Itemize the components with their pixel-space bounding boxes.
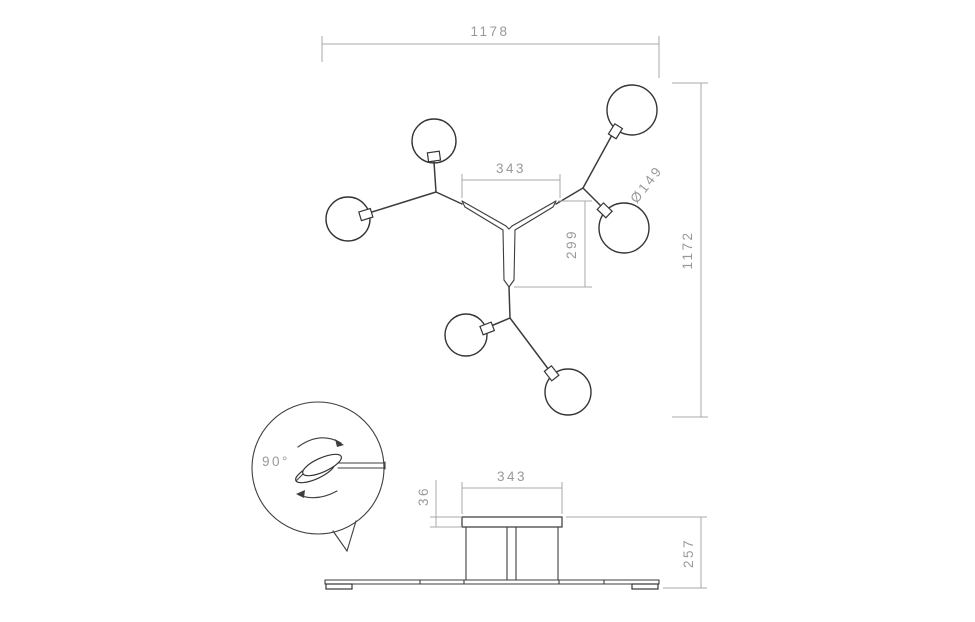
globe-circle xyxy=(444,313,488,357)
globe-circle xyxy=(598,202,650,254)
top-view xyxy=(325,84,658,416)
dim-hub-drop: 299 xyxy=(514,200,592,288)
globe-circle xyxy=(606,84,658,136)
lamp-connectors xyxy=(358,122,624,382)
globe-diameter-label: Ø149 xyxy=(627,163,665,206)
rotation-arrows xyxy=(296,437,344,499)
globe-circle xyxy=(544,368,592,416)
side-lamp-head xyxy=(325,583,353,590)
rotation-detail: 90° xyxy=(251,401,386,553)
overall-width-label: 1178 xyxy=(470,24,509,39)
dim-canopy-height: 36 xyxy=(416,480,462,528)
dim-canopy-width: 343 xyxy=(461,469,563,514)
side-view xyxy=(324,516,660,590)
detail-arm xyxy=(337,461,386,470)
side-arm-bar xyxy=(324,579,660,585)
overall-height-label: 1172 xyxy=(680,230,695,269)
fixture-height-label: 257 xyxy=(681,538,696,568)
detail-lamp-head xyxy=(295,453,342,484)
dim-overall-width: 1178 xyxy=(321,24,660,78)
balloon-tail xyxy=(332,520,357,553)
rotation-angle-label: 90° xyxy=(262,454,290,469)
dim-fixture-height: 257 xyxy=(566,516,707,589)
side-lamp-head xyxy=(631,583,659,590)
hub-drop-label: 299 xyxy=(564,229,579,259)
dim-overall-height: 1172 xyxy=(672,82,708,418)
dim-hub-width: 343 xyxy=(461,161,561,198)
canopy-height-label: 36 xyxy=(416,486,431,506)
center-hub xyxy=(461,200,557,288)
fixture-arms xyxy=(371,134,613,371)
canopy-width-label: 343 xyxy=(497,469,527,484)
globe-circle xyxy=(325,196,371,242)
side-canopy xyxy=(461,516,563,581)
hub-width-label: 343 xyxy=(496,161,526,176)
